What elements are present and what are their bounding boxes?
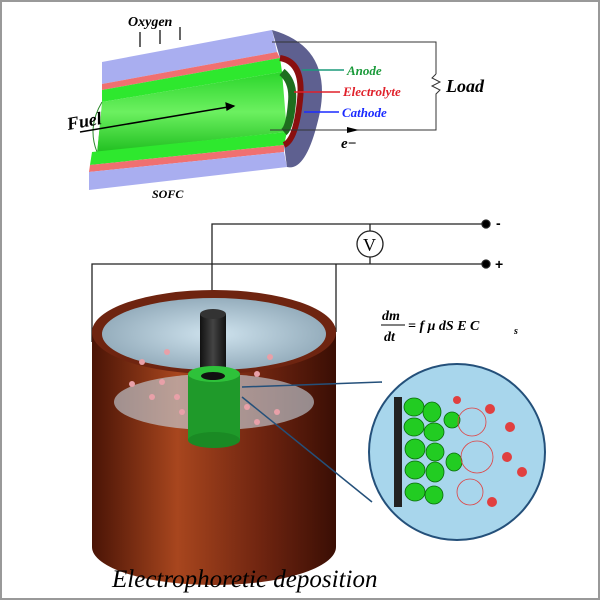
equation-denominator: dt: [384, 330, 396, 345]
deposit-layer: [188, 374, 240, 440]
minus-terminal: -: [496, 215, 501, 231]
sofc-caption: SOFC: [152, 187, 184, 201]
beaker: [92, 290, 336, 585]
figure-title: Electrophoretic deposition: [111, 566, 377, 593]
voltmeter-label: V: [363, 235, 376, 255]
equation-numerator: dm: [382, 309, 400, 324]
load-circuit: [270, 41, 442, 133]
electrolyte-label: Electrolyte: [342, 84, 401, 99]
cathode-label: Cathode: [342, 105, 387, 120]
particles: [129, 349, 280, 425]
sofc-arrows: [79, 27, 236, 133]
magnified-view: [241, 363, 546, 541]
load-label: Load: [445, 76, 485, 96]
equation: dm dt = f μ dS E C s: [381, 309, 518, 345]
epd-circuit: [91, 219, 491, 342]
equation-rhs: = f μ dS E C: [408, 319, 480, 334]
anode-label: Anode: [346, 63, 382, 78]
oxygen-label: Oxygen: [128, 15, 173, 30]
electron-label: e−: [341, 136, 357, 152]
sofc-tube: [89, 30, 322, 190]
plus-terminal: +: [495, 256, 503, 272]
equation-subscript: s: [513, 326, 518, 337]
